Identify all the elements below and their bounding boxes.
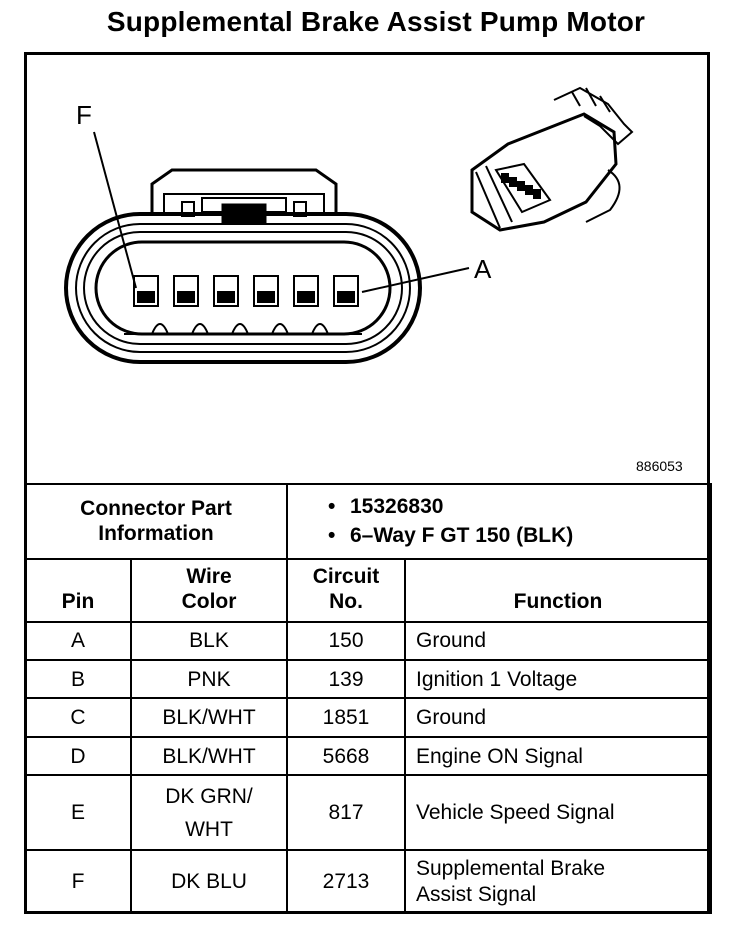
header-pin: Pin [24, 557, 132, 623]
pin-cell: F [24, 849, 132, 914]
connector-diagram: F A [64, 86, 634, 364]
function-cell: Ground [404, 620, 712, 662]
wire-color-cell: DK BLU [130, 849, 288, 914]
pin-f-label: F [76, 100, 92, 130]
wire-color-cell: BLK [130, 620, 288, 662]
function-cell: Vehicle Speed Signal [404, 774, 712, 852]
connector-iso-view [470, 86, 634, 232]
table-row: D BLK/WHT 5668 Engine ON Signal [24, 735, 712, 777]
table-row: A BLK 150 Ground [24, 620, 712, 662]
function-cell: Ground [404, 697, 712, 738]
pin-cell: D [24, 735, 132, 777]
connector-info-item: •6–Way F GT 150 (BLK) [328, 524, 574, 548]
wire-color-cell: BLK/WHT [130, 735, 288, 777]
pin-cavities [133, 275, 359, 307]
wire-color-cell: DK GRN/WHT [130, 774, 288, 852]
pin-cell: C [24, 697, 132, 738]
connector-face [64, 168, 422, 364]
connector-info-label: Connector Part Information [24, 483, 288, 560]
function-cell: Ignition 1 Voltage [404, 659, 712, 700]
circuit-cell: 5668 [286, 735, 406, 777]
circuit-cell: 817 [286, 774, 406, 852]
header-function: Function [404, 557, 712, 623]
function-cell: Engine ON Signal [404, 735, 712, 777]
circuit-cell: 1851 [286, 697, 406, 738]
circuit-cell: 150 [286, 620, 406, 662]
pin-f-leader [93, 131, 137, 289]
table-row: E DK GRN/WHT 817 Vehicle Speed Signal [24, 774, 712, 852]
pin-cell: B [24, 659, 132, 700]
figure-id: 886053 [636, 458, 683, 474]
circuit-cell: 139 [286, 659, 406, 700]
wire-color-cell: BLK/WHT [130, 697, 288, 738]
connector-info-list: •15326830 •6–Way F GT 150 (BLK) [286, 483, 712, 560]
connector-info-row: Connector Part Information •15326830 •6–… [24, 483, 712, 560]
pin-a-leader [361, 267, 470, 293]
table-row: C BLK/WHT 1851 Ground [24, 697, 712, 738]
pin-a-label: A [474, 254, 492, 284]
pin-cell: E [24, 774, 132, 852]
connector-info-item: •15326830 [328, 495, 444, 519]
circuit-cell: 2713 [286, 849, 406, 914]
pin-cell: A [24, 620, 132, 662]
page-title: Supplemental Brake Assist Pump Motor [106, 6, 646, 37]
table-row: B PNK 139 Ignition 1 Voltage [24, 659, 712, 700]
wire-color-cell: PNK [130, 659, 288, 700]
pinout-table: Connector Part Information •15326830 •6–… [24, 483, 712, 914]
